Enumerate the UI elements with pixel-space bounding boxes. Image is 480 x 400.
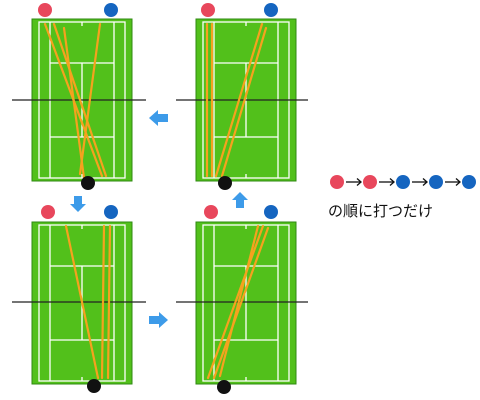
shot-paths [206, 224, 270, 380]
player-blue-marker [264, 205, 278, 219]
legend-caption: の順に打つだけ [328, 202, 434, 220]
feeder-marker [217, 380, 231, 394]
arrow-right-icon [346, 178, 362, 186]
court-top-left [12, 3, 146, 190]
arrow-left-icon [149, 110, 168, 126]
shot-paths [205, 22, 268, 178]
court-top-right [176, 3, 308, 190]
feeder-marker [218, 176, 232, 190]
arrow-right-icon [445, 178, 461, 186]
order-legend: の順に打つだけ [326, 170, 476, 220]
sequence-blue-dot [429, 175, 443, 189]
player-red-marker [201, 3, 215, 17]
arrow-right-icon [149, 312, 168, 328]
arrow-right-icon [379, 178, 395, 186]
player-red-marker [204, 205, 218, 219]
player-red-marker [41, 205, 55, 219]
sequence-blue-dot [462, 175, 476, 189]
court-bottom-right [176, 205, 308, 394]
player-red-marker [38, 3, 52, 17]
court-bottom-left [12, 205, 146, 393]
player-blue-marker [104, 3, 118, 17]
arrow-down-icon [70, 196, 86, 212]
player-blue-marker [104, 205, 118, 219]
arrow-right-icon [412, 178, 428, 186]
sequence-blue-dot [396, 175, 410, 189]
arrow-up-icon [232, 192, 248, 208]
order-sequence [330, 175, 476, 189]
shot-paths [64, 224, 112, 380]
feeder-marker [81, 176, 95, 190]
sequence-red-dot [330, 175, 344, 189]
sequence-red-dot [363, 175, 377, 189]
player-blue-marker [264, 3, 278, 17]
feeder-marker [87, 379, 101, 393]
shot-paths [43, 22, 108, 180]
